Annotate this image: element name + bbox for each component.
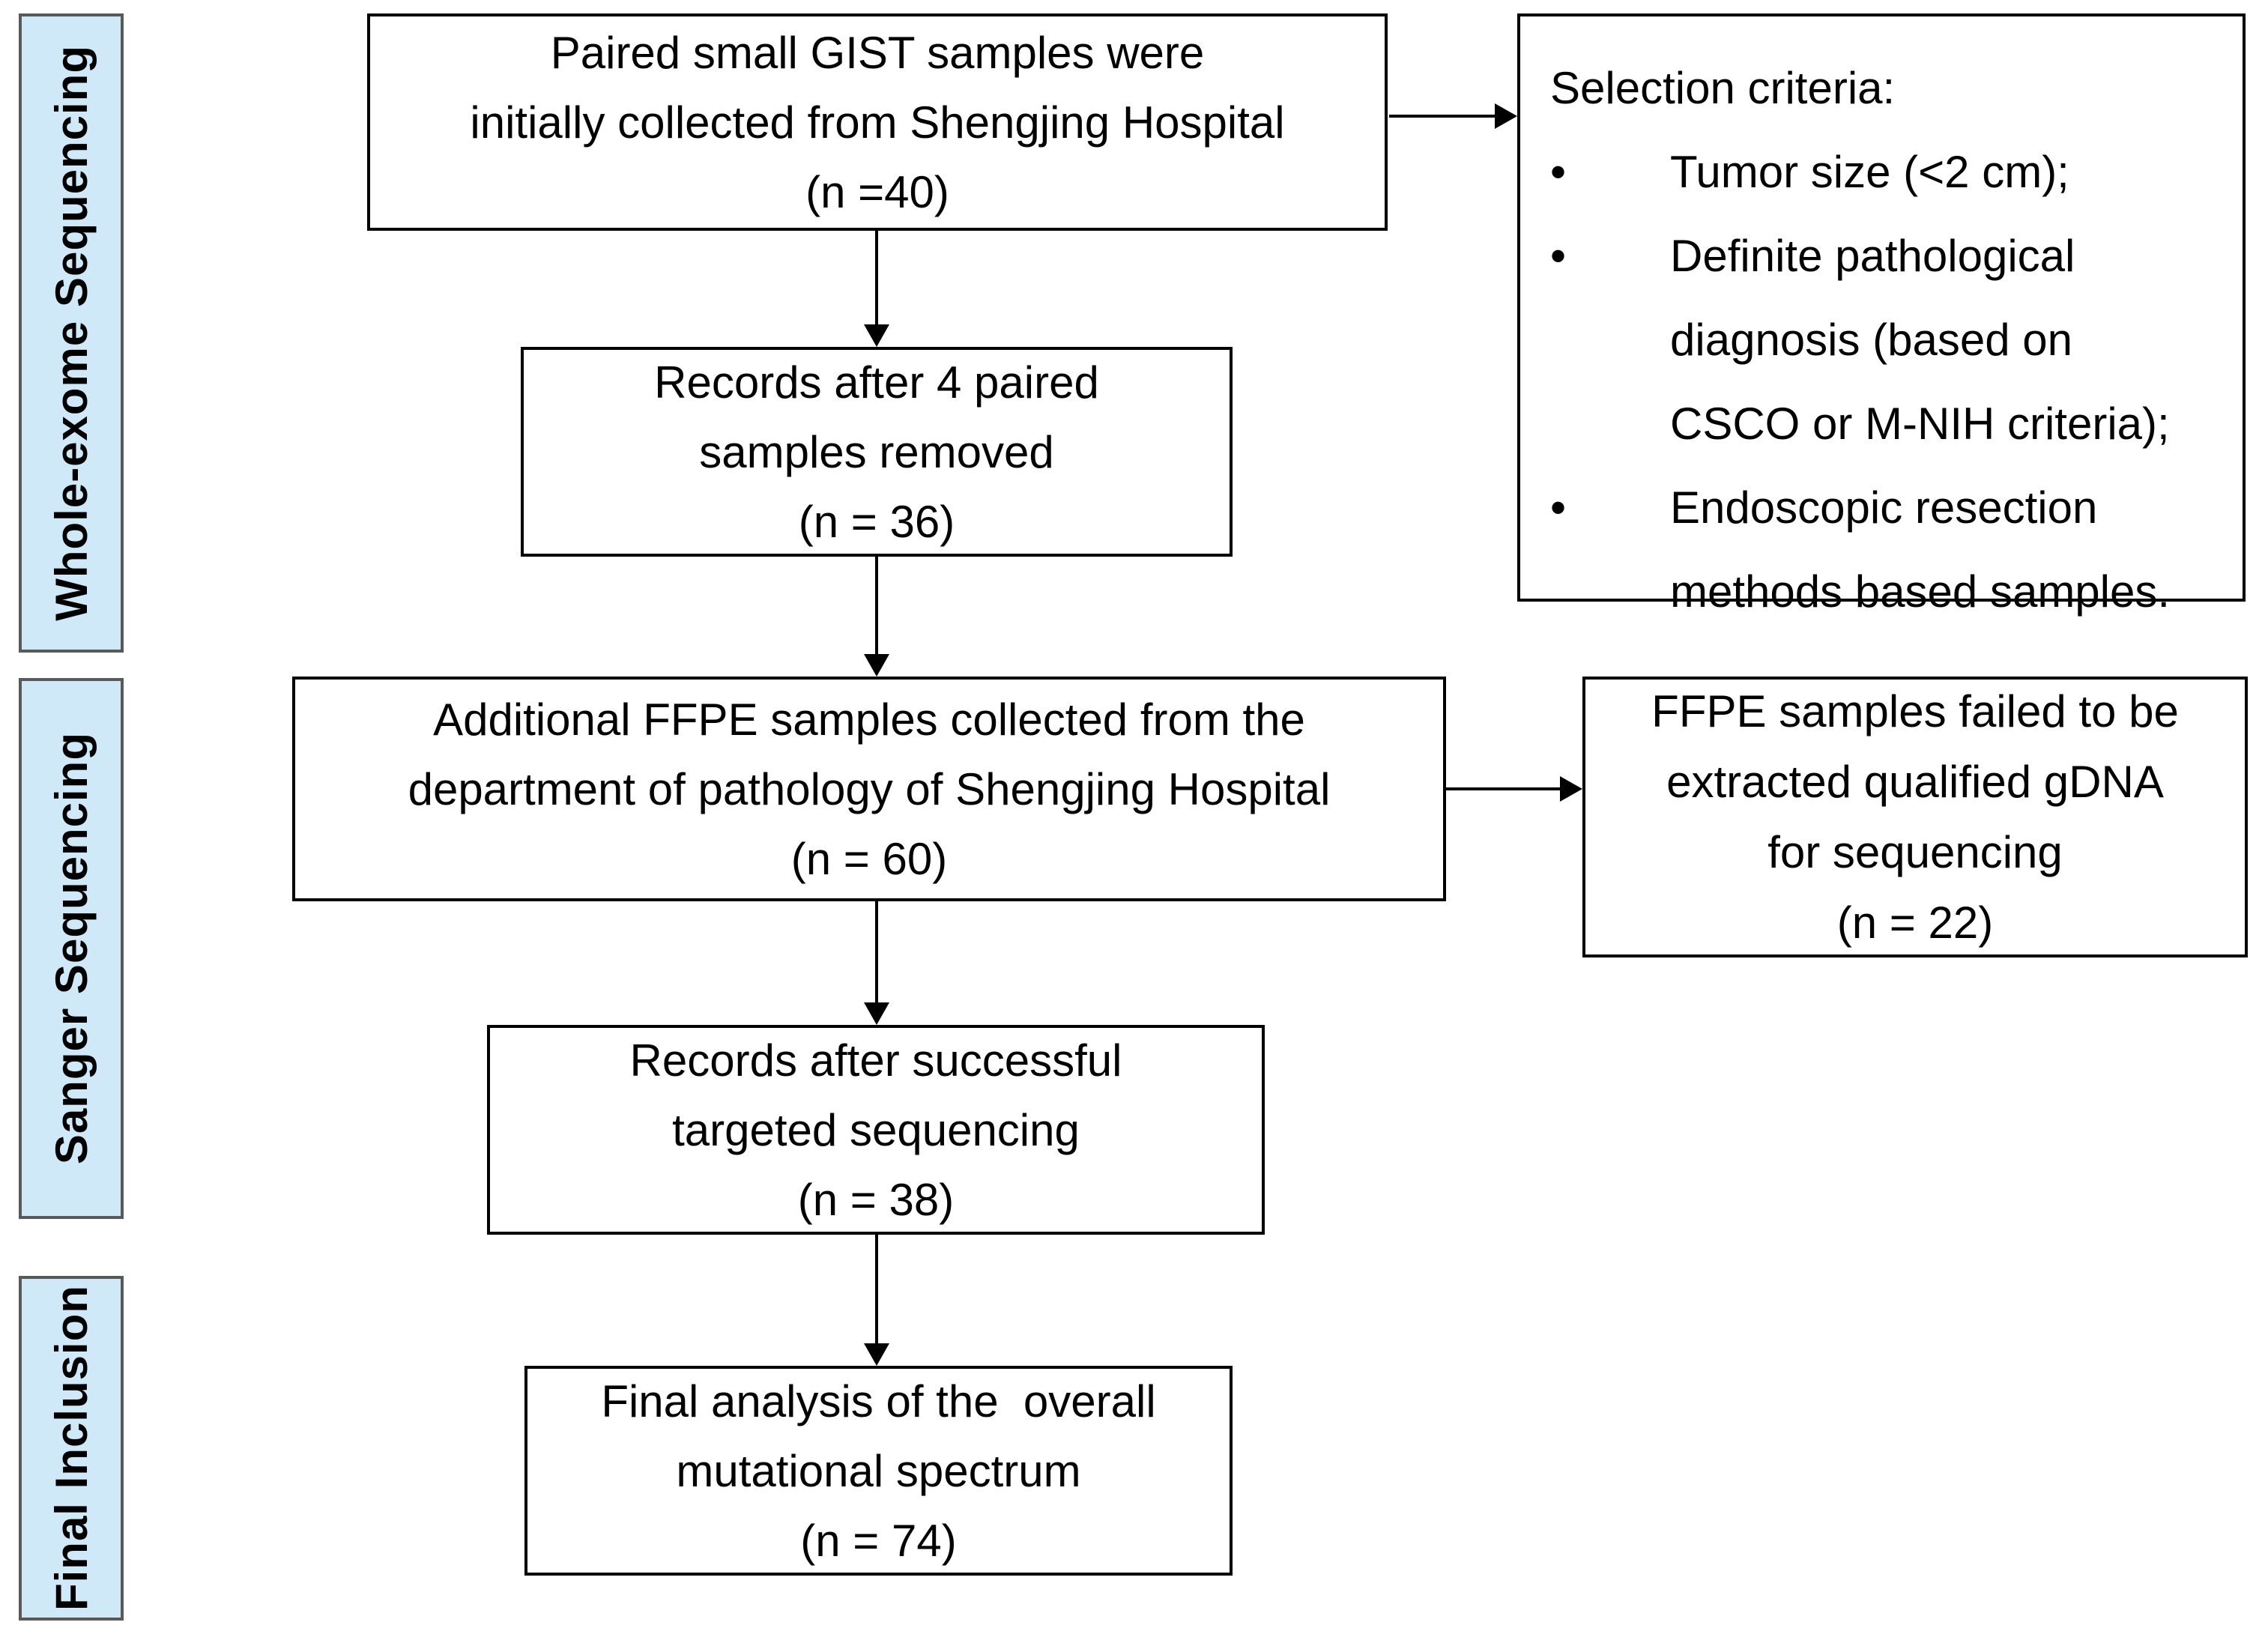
- stage-label-final-inclusion: Final Inclusion: [19, 1276, 124, 1621]
- flow-box-text: Records after successful targeted sequen…: [629, 1035, 1122, 1225]
- selection-criteria-item-text: Tumor size (<2 cm);: [1670, 147, 2069, 197]
- flow-box-records-removed: Records after 4 paired samples removed (…: [521, 347, 1233, 557]
- arrow-ffpe-to-targeted-head: [864, 1002, 889, 1025]
- flow-box-additional-ffpe: Additional FFPE samples collected from t…: [292, 677, 1446, 901]
- stage-label-text: Final Inclusion: [46, 1285, 97, 1612]
- flow-box-initial-collection: Paired small GIST samples were initially…: [367, 13, 1388, 231]
- selection-criteria-heading: Selection criteria:: [1550, 63, 1896, 113]
- arrow-initial-to-criteria-line: [1389, 115, 1495, 118]
- selection-criteria-item: • Tumor size (<2 cm);: [1550, 130, 2228, 214]
- arrow-ffpe-to-excluded-line: [1446, 787, 1560, 790]
- selection-criteria-item-text: Endoscopic resection methods based sampl…: [1670, 482, 2171, 617]
- flow-box-text: Records after 4 paired samples removed (…: [654, 357, 1099, 547]
- arrow-ffpe-to-excluded-head: [1560, 776, 1582, 802]
- selection-criteria-list: • Tumor size (<2 cm); • Definite patholo…: [1550, 130, 2228, 634]
- stage-label-text: Sanger Sequencing: [46, 732, 97, 1165]
- arrow-initial-to-removed-head: [864, 324, 889, 347]
- arrow-initial-to-criteria-head: [1495, 103, 1517, 129]
- selection-criteria-box: Selection criteria: • Tumor size (<2 cm)…: [1517, 13, 2246, 617]
- selection-criteria-item-text: Definite pathological diagnosis (based o…: [1670, 231, 2170, 449]
- stage-label-sanger-sequencing: Sanger Sequencing: [19, 678, 124, 1219]
- arrow-ffpe-to-targeted-line: [875, 901, 878, 1004]
- flow-box-targeted-sequencing: Records after successful targeted sequen…: [487, 1025, 1265, 1235]
- stage-label-text: Whole-exome Sequencing: [46, 45, 97, 621]
- arrow-removed-to-ffpe-line: [875, 557, 878, 656]
- bullet-icon: •: [1550, 482, 1567, 533]
- arrow-targeted-to-final-head: [864, 1343, 889, 1366]
- excluded-ffpe-box: FFPE samples failed to be extracted qual…: [1582, 677, 2248, 957]
- flow-box-text: Final analysis of the overall mutational…: [601, 1376, 1156, 1566]
- flow-box-text: Additional FFPE samples collected from t…: [408, 694, 1331, 884]
- arrow-removed-to-ffpe-head: [864, 654, 889, 677]
- bullet-icon: •: [1550, 147, 1567, 197]
- flow-box-text: Paired small GIST samples were initially…: [470, 27, 1285, 217]
- arrow-initial-to-removed-line: [875, 231, 878, 326]
- excluded-ffpe-text: FFPE samples failed to be extracted qual…: [1651, 686, 2179, 948]
- stage-label-whole-exome-sequencing: Whole-exome Sequencing: [19, 13, 124, 653]
- arrow-targeted-to-final-line: [875, 1235, 878, 1345]
- selection-criteria-item: • Definite pathological diagnosis (based…: [1550, 214, 2228, 466]
- bullet-icon: •: [1550, 231, 1567, 281]
- selection-criteria-item: • Endoscopic resection methods based sam…: [1550, 466, 2228, 634]
- flow-box-final-analysis: Final analysis of the overall mutational…: [524, 1366, 1233, 1576]
